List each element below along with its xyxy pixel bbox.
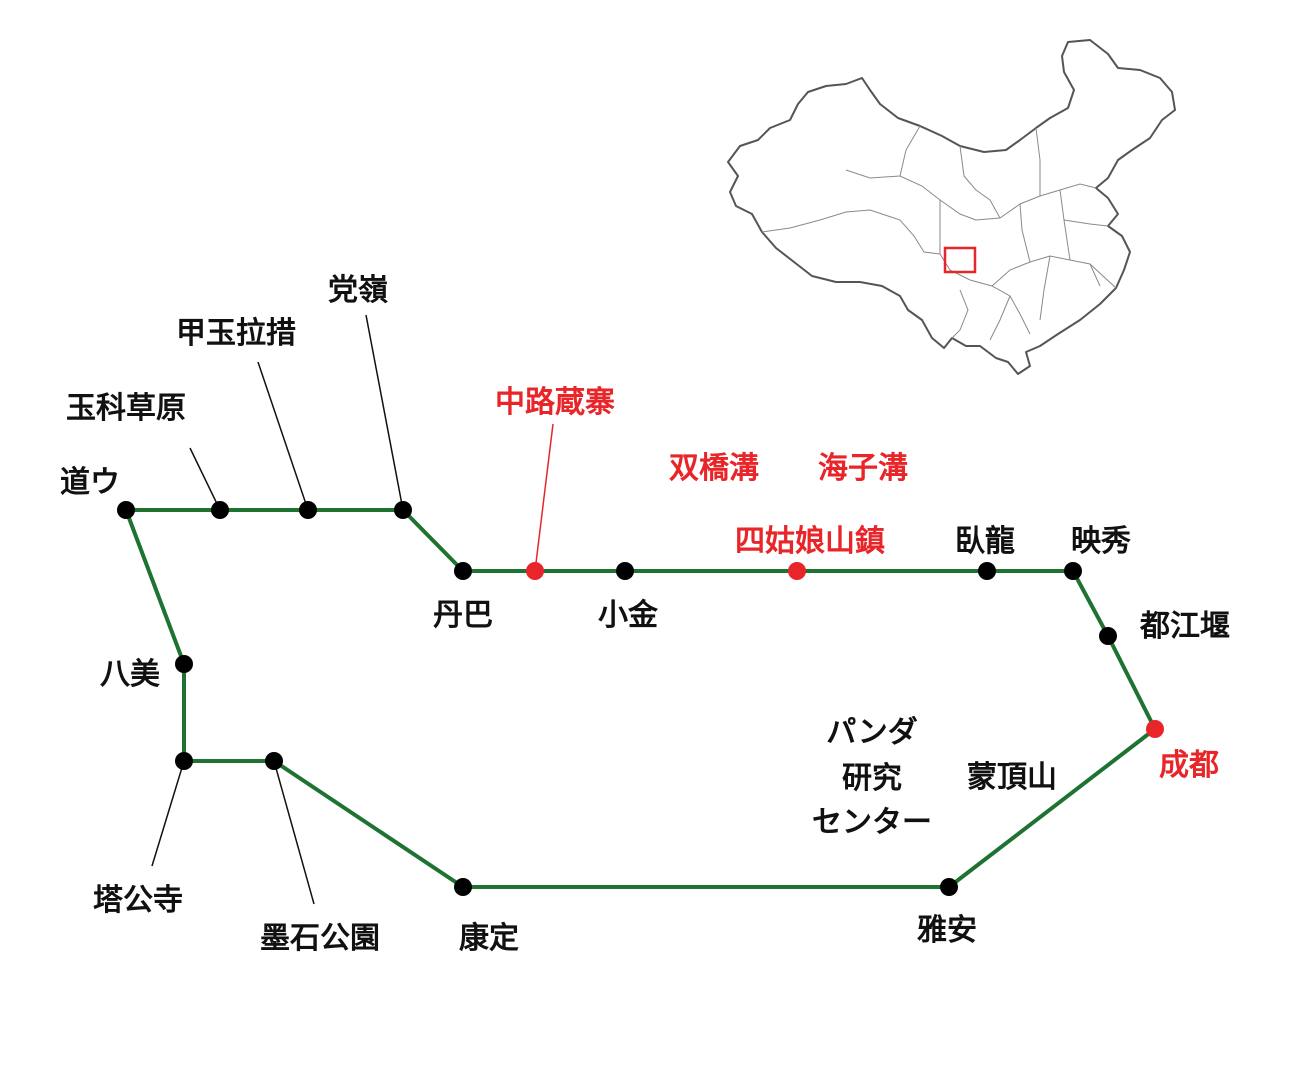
label-chengdu: 成都 xyxy=(1159,748,1219,783)
station-dot-yuke-caoyuan[interactable] xyxy=(211,501,229,519)
attraction-labels: 双橋溝 海子溝 蒙頂山 パンダ 研究 センター xyxy=(669,451,1057,840)
station-dot-chengdu[interactable] xyxy=(1146,720,1164,738)
station-dots xyxy=(117,501,1164,896)
station-dot-siguniangshan[interactable] xyxy=(788,562,806,580)
station-dot-dangling[interactable] xyxy=(394,501,412,519)
station-dot-yaan[interactable] xyxy=(940,878,958,896)
label-jiayulacuo: 甲玉拉措 xyxy=(176,316,296,351)
station-labels: 道ウ 玉科草原 甲玉拉措 党嶺 丹巴 中路蔵寨 小金 四姑娘山鎮 臥龍 映秀 都… xyxy=(60,273,1230,956)
station-dot-tagongsi[interactable] xyxy=(175,752,193,770)
station-dot-bamei[interactable] xyxy=(175,655,193,673)
label-dujiangyan: 都江堰 xyxy=(1139,609,1230,644)
label-panda-line3: センター xyxy=(812,805,932,840)
china-inset-map xyxy=(727,39,1176,375)
leader-tagongsi xyxy=(151,760,185,867)
label-dangling: 党嶺 xyxy=(328,273,388,308)
label-yaan: 雅安 xyxy=(917,913,977,948)
label-moshi: 墨石公園 xyxy=(260,921,380,956)
label-haizigou: 海子溝 xyxy=(818,451,908,486)
station-dot-jiayulacuo[interactable] xyxy=(299,501,317,519)
label-kangding: 康定 xyxy=(459,921,519,956)
inset-location-marker xyxy=(943,246,977,274)
station-dot-kangding[interactable] xyxy=(454,878,472,896)
label-daou: 道ウ xyxy=(60,465,120,500)
label-zhonglu: 中路蔵寨 xyxy=(495,385,615,420)
station-dot-moshi[interactable] xyxy=(265,752,283,770)
leader-jiayulacuo xyxy=(257,361,309,511)
leader-moshi xyxy=(273,760,315,905)
label-yuke-caoyuan: 玉科草原 xyxy=(66,391,186,426)
province-borders xyxy=(761,125,1117,341)
china-outline xyxy=(727,39,1176,375)
station-dot-daou[interactable] xyxy=(117,501,135,519)
label-shuangqiaogou: 双橋溝 xyxy=(669,451,759,486)
label-panda-line2: 研究 xyxy=(842,761,902,796)
label-xiaojin: 小金 xyxy=(598,598,659,633)
station-dot-xiaojin[interactable] xyxy=(616,562,634,580)
label-tagongsi: 塔公寺 xyxy=(93,883,183,918)
label-panda-line1: パンダ xyxy=(826,715,918,750)
label-siguniangshan: 四姑娘山鎮 xyxy=(735,524,885,559)
route-line xyxy=(124,508,1157,889)
station-dot-wolong[interactable] xyxy=(978,562,996,580)
leader-zhonglu xyxy=(534,423,554,572)
station-dot-danba[interactable] xyxy=(454,562,472,580)
station-dot-dujiangyan[interactable] xyxy=(1099,627,1117,645)
station-dot-yingxiu[interactable] xyxy=(1064,562,1082,580)
label-danba: 丹巴 xyxy=(433,598,493,633)
label-mengdingshan: 蒙頂山 xyxy=(967,760,1057,795)
leader-yuke-caoyuan xyxy=(189,447,221,511)
label-yingxiu: 映秀 xyxy=(1071,524,1131,559)
label-bamei: 八美 xyxy=(100,657,160,692)
label-wolong: 臥龍 xyxy=(955,524,1015,559)
leader-dangling xyxy=(365,314,404,511)
station-dot-zhonglu[interactable] xyxy=(526,562,544,580)
